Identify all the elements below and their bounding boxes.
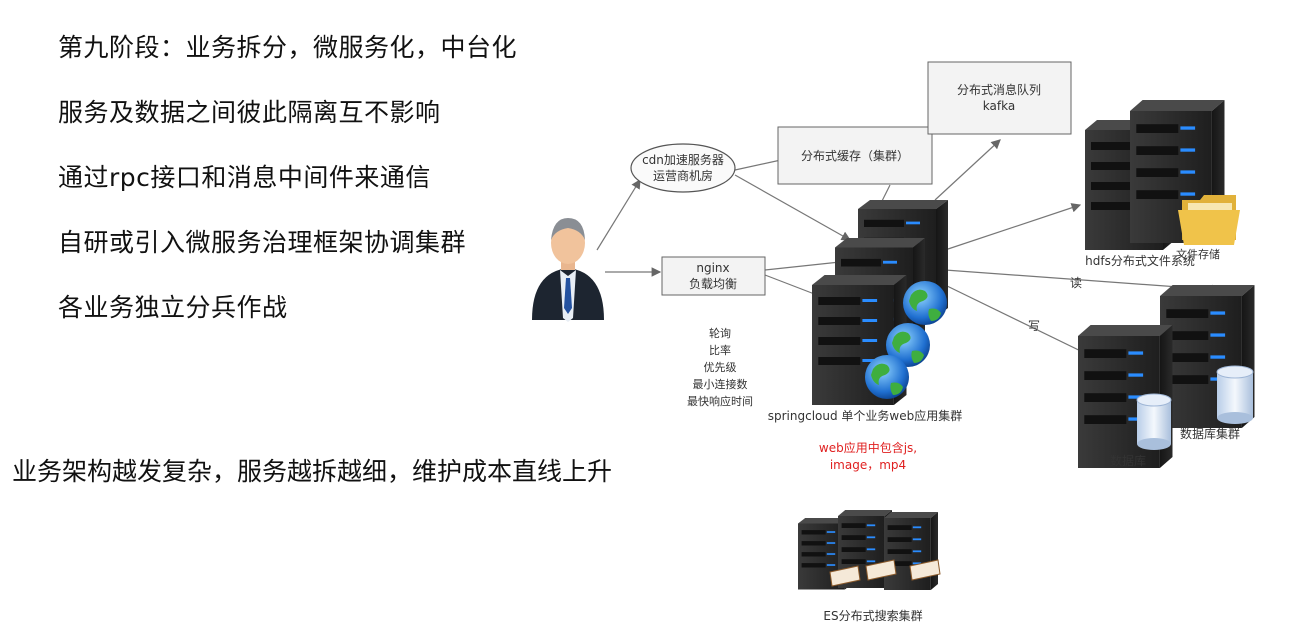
database-cylinder-icon (1216, 365, 1254, 424)
mq-label-1: 分布式消息队列 (957, 82, 1041, 97)
bullet-governance: 自研或引入微服务治理框架协调集群 (58, 228, 467, 257)
mq-label-2: kafka (983, 99, 1015, 113)
lb-strategy-item: 最快响应时间 (687, 394, 753, 408)
nginx-label-2: 负载均衡 (689, 277, 737, 291)
database-cylinder-icon (1136, 393, 1172, 450)
bullet-independent: 各业务独立分兵作战 (58, 293, 288, 322)
mq-box (927, 61, 1072, 135)
nginx-box (661, 256, 766, 296)
lb-strategy-item: 轮询 (709, 326, 731, 340)
read-label: 读 (1070, 276, 1082, 290)
bullet-isolation: 服务及数据之间彼此隔离互不影响 (58, 98, 441, 127)
es-server-cluster (798, 510, 941, 590)
cdn-label-1: cdn加速服务器 (642, 152, 724, 167)
db-label: 数据库 (1110, 453, 1146, 468)
lb-strategy-list: 轮询 比率 优先级 最小连接数 最快响应时间 (687, 326, 753, 408)
lb-strategy-item: 比率 (709, 343, 731, 357)
web-server-cluster (812, 200, 948, 405)
hdfs-label: hdfs分布式文件系统 (1085, 253, 1195, 268)
conclusion-text: 业务架构越发复杂，服务越拆越细，维护成本直线上升 (12, 457, 613, 486)
cache-box (777, 126, 933, 185)
web-note-2: image，mp4 (830, 458, 906, 472)
database-servers (1078, 285, 1255, 468)
book-icon (829, 559, 941, 587)
user-avatar (532, 218, 604, 322)
bullet-stage: 第九阶段：业务拆分，微服务化，中台化 (58, 33, 518, 62)
db-cluster-label: 数据库集群 (1180, 426, 1240, 441)
web-note-1: web应用中包含js, (819, 440, 917, 455)
hdfs-server-cluster (1085, 100, 1240, 250)
cache-label: 分布式缓存（集群） (801, 148, 909, 163)
file-storage-label: 文件存储 (1176, 247, 1220, 261)
es-label: ES分布式搜索集群 (823, 608, 922, 623)
web-cluster-label: springcloud 单个业务web应用集群 (768, 408, 963, 423)
lb-strategy-item: 优先级 (704, 361, 737, 374)
write-label: 写 (1028, 319, 1040, 333)
cdn-label-2: 运营商机房 (653, 168, 713, 183)
nginx-label-1: nginx (696, 261, 729, 275)
folder-icon (1178, 195, 1240, 245)
cdn-node (630, 143, 736, 193)
bullet-rpc: 通过rpc接口和消息中间件来通信 (58, 163, 431, 192)
lb-strategy-item: 最小连接数 (693, 378, 748, 391)
